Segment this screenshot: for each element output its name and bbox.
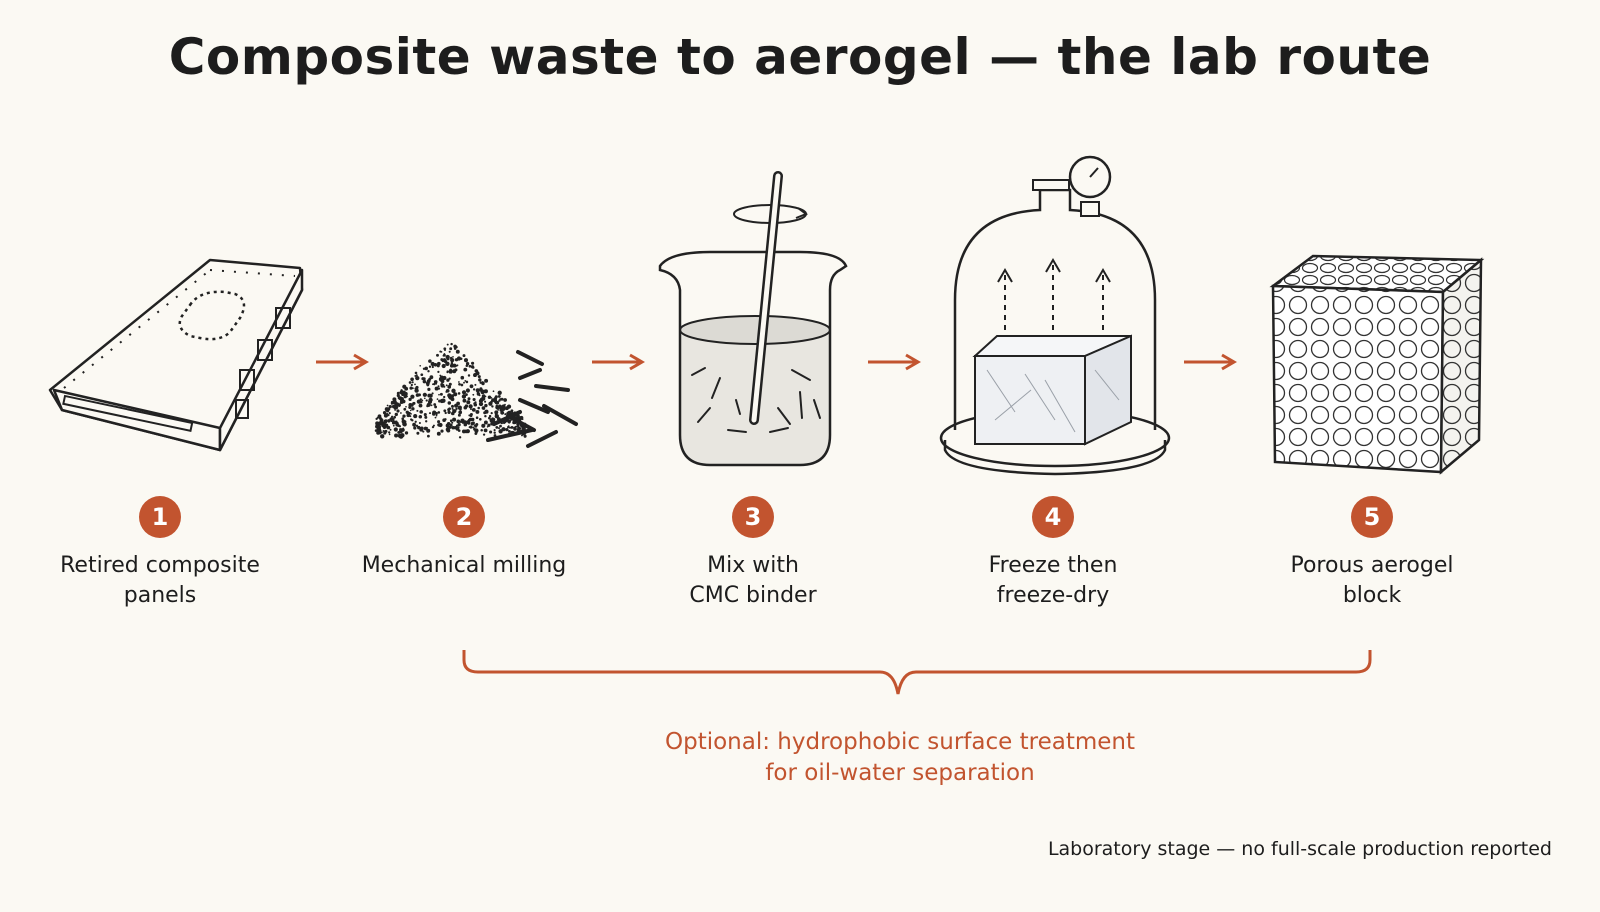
footnote: Laboratory stage — no full-scale product…	[1047, 838, 1552, 860]
step-label-line: panels	[123, 583, 197, 608]
porous-aerogel-cube-icon	[1269, 254, 1485, 475]
composite-panel-icon	[48, 258, 304, 452]
beaker-stirring-icon	[658, 171, 848, 467]
step-label: Mix with CMC binder	[603, 551, 903, 611]
step-label-line: freeze-dry	[996, 583, 1110, 608]
step-label: Freeze then freeze-dry	[903, 551, 1203, 611]
optional-note-line: for oil-water separation	[765, 760, 1035, 786]
optional-note-line: Optional: hydrophobic surface treatment	[664, 729, 1135, 755]
optional-treatment-note: Optional: hydrophobic surface treatment …	[560, 727, 1240, 789]
step-number-badge: 1	[139, 496, 181, 538]
step-label-line: block	[1342, 583, 1402, 608]
arrow-right-icon	[1184, 353, 1237, 371]
step-number-badge: 4	[1032, 496, 1074, 538]
page-title: Composite waste to aerogel — the lab rou…	[168, 28, 1432, 86]
step-number-badge: 5	[1351, 496, 1393, 538]
arrow-right-icon	[316, 353, 369, 371]
milled-particles-icon	[374, 342, 578, 448]
arrow-right-icon	[592, 353, 645, 371]
step-label-line: Mix with	[707, 553, 799, 578]
step-number-badge: 2	[443, 496, 485, 538]
step-label: Retired composite panels	[10, 551, 310, 611]
step-label-line: Mechanical milling	[361, 553, 567, 578]
step-label-line: CMC binder	[689, 583, 817, 608]
step-label-line: Retired composite	[60, 553, 260, 578]
step-label-line: Porous aerogel	[1290, 553, 1454, 578]
step-label: Porous aerogel block	[1222, 551, 1522, 611]
step-label: Mechanical milling	[314, 551, 614, 581]
freeze-dryer-bell-jar-icon	[939, 155, 1171, 476]
step-label-line: Freeze then	[988, 553, 1118, 578]
step-number-badge: 3	[732, 496, 774, 538]
curly-brace-icon	[462, 650, 1372, 695]
arrow-right-icon	[868, 353, 921, 371]
